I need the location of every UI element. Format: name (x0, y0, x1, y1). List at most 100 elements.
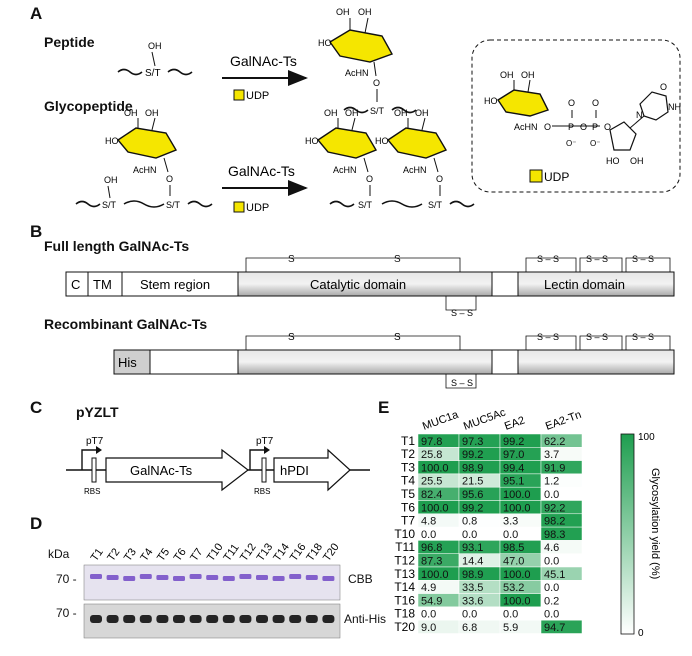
udp-o4: O (568, 98, 575, 108)
gp-oh-b: OH (145, 108, 159, 118)
lane-label: T3 (122, 546, 139, 563)
gp-oh-site: OH (104, 175, 118, 185)
heatmap-cell-value: 14.4 (462, 556, 483, 568)
lane-label: T1 (89, 546, 106, 563)
heatmap-row-label: T5 (401, 487, 415, 501)
udp-p1: P (568, 122, 574, 132)
udp-o2: O (580, 122, 587, 132)
heatmap-row-label: T16 (394, 593, 415, 607)
cbb-band (322, 576, 335, 581)
heatmap-cell-value: 33.6 (462, 595, 483, 607)
p2b-oh-b: OH (415, 108, 429, 118)
galnac-square-1 (233, 89, 245, 101)
ds-ss-6: S – S (537, 332, 559, 342)
p2a-o: O (366, 174, 373, 184)
full-length-title: Full length GalNAc-Ts (44, 238, 190, 254)
heatmap-cell-value: 33.5 (462, 582, 483, 594)
cbb-gel (83, 564, 341, 601)
heatmap-cell-value: 3.7 (544, 449, 559, 461)
antihis-band (272, 615, 285, 623)
cbb-band (206, 575, 219, 580)
gp-oh-a: OH (124, 108, 138, 118)
udp-box-label: UDP (544, 170, 569, 184)
domain-linker (491, 271, 519, 297)
udp-nh: NH (668, 102, 681, 112)
label-catalytic: Catalytic domain (310, 277, 406, 292)
gp-o: O (166, 174, 173, 184)
marker-cbb: 70 - (56, 572, 77, 586)
heatmap-cell-value: 95.6 (462, 489, 483, 501)
cbb-band (139, 574, 152, 579)
domain-tm (87, 271, 123, 297)
udp-oh-c: OH (630, 156, 644, 166)
heatmap-cell-value: 98.3 (544, 529, 565, 541)
recomb-linker (491, 349, 519, 375)
heatmap-cell-value: 99.2 (462, 449, 483, 461)
glycopeptide-sugar (116, 117, 178, 159)
peptide-oh-bond (151, 51, 156, 67)
peptide-label: Peptide (44, 34, 95, 50)
heatmap-column-header: EA2-Tn (544, 409, 583, 433)
cbb-band (272, 576, 285, 581)
p2b-oh-a: OH (394, 108, 408, 118)
heatmap-cell-value: 100.0 (503, 502, 531, 514)
antihis-label: Anti-His (344, 612, 387, 626)
heatmap-row-label: T12 (394, 554, 415, 568)
domain-catalytic (237, 271, 493, 297)
antihis-band (90, 615, 102, 623)
p2b-ho: HO (375, 136, 389, 146)
sugar1-achn: AcHN (345, 68, 369, 78)
ds-s-1: S (288, 254, 295, 265)
panel-a-letter: A (30, 4, 43, 23)
heatmap-cell-value: 98.5 (503, 542, 524, 554)
heatmap-cell-value: 100.0 (503, 489, 531, 501)
heatmap-row-label: T10 (394, 527, 415, 541)
heatmap-cell-value: 0.2 (544, 595, 559, 607)
heatmap-row-label: T2 (401, 447, 415, 461)
antihis-band (256, 615, 268, 623)
recomb-catalytic (237, 349, 493, 375)
cbb-band (90, 574, 102, 579)
cbb-band (106, 575, 119, 580)
heatmap-cell-value: 94.7 (544, 622, 565, 634)
label-lectin: Lectin domain (544, 277, 625, 292)
udp-o-minus-2: O⁻ (590, 139, 600, 148)
gp-site-b: S/T (166, 200, 181, 210)
antihis-band (189, 615, 202, 623)
recomb-lectin (517, 349, 675, 375)
colorbar-max: 100 (638, 432, 655, 443)
label-tm: TM (93, 277, 112, 292)
cbb-band (156, 575, 169, 580)
heatmap-cell-value: 82.4 (421, 489, 442, 501)
p2a-achn: AcHN (333, 165, 357, 175)
marker-antihis: 70 - (56, 606, 77, 620)
heatmap-cell-value: 95.1 (503, 476, 524, 488)
udp-n: N (636, 110, 643, 120)
label-stem: Stem region (140, 277, 210, 292)
udp-o1: O (544, 122, 551, 132)
gene-hpdi (273, 448, 351, 492)
heatmap-cell-value: 97.0 (503, 449, 524, 461)
peptide-oh: OH (148, 41, 162, 51)
heatmap-cell-value: 87.3 (421, 556, 442, 568)
galnac-square-2 (233, 201, 245, 213)
sugar-product-2a (316, 117, 378, 159)
heatmap-row-label: T3 (401, 460, 415, 474)
heatmap-row-label: T18 (394, 607, 415, 621)
lane-label: T11 (221, 542, 241, 564)
cbb-band (222, 576, 235, 581)
udp-galnac-structure (497, 79, 669, 151)
heatmap-cell-value: 0.0 (421, 609, 436, 621)
plasmid-label: pYZLT (76, 404, 119, 420)
udp-o-minus-1: O⁻ (566, 139, 576, 148)
udp-p2: P (592, 122, 598, 132)
gp-site-a: S/T (102, 200, 117, 210)
heatmap-row-label: T7 (401, 514, 415, 528)
cbb-band (256, 575, 268, 580)
panel-e-letter: E (378, 398, 390, 417)
heatmap-cell-value: 99.2 (462, 502, 483, 514)
heatmap-cell-value: 45.1 (544, 569, 565, 581)
cbb-band (173, 576, 185, 581)
